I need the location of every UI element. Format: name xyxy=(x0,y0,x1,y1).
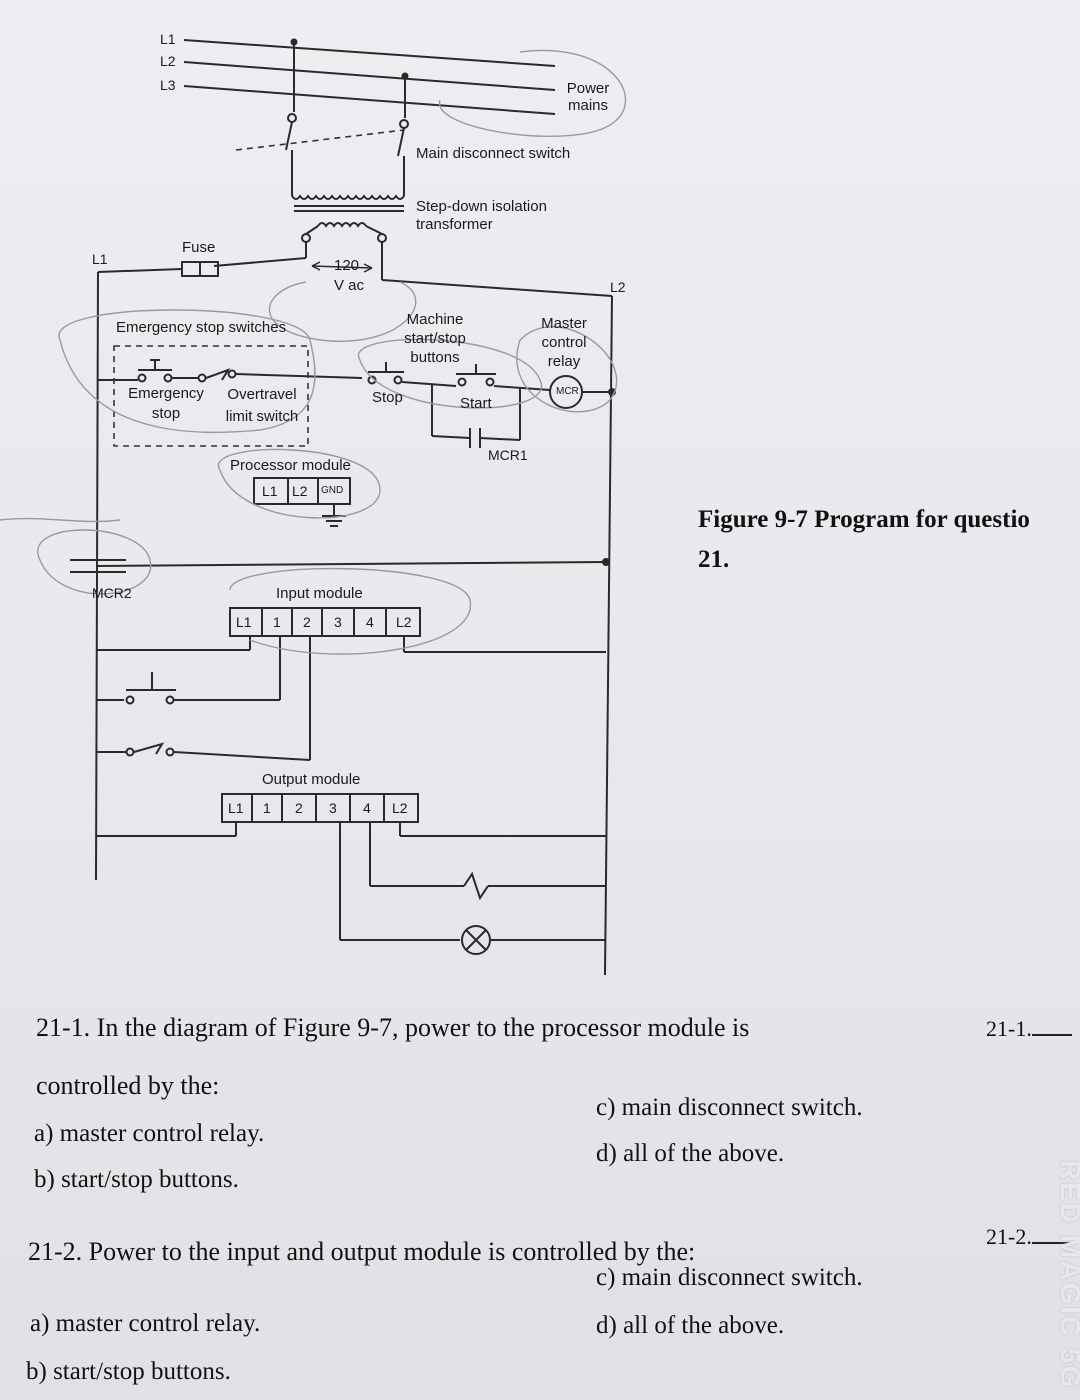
input-terminal-l2: L2 xyxy=(396,614,412,630)
right-rail-label: L2 xyxy=(610,279,626,295)
main-disconnect-label: Main disconnect switch xyxy=(416,145,571,162)
line-label-l2: L2 xyxy=(160,53,176,69)
stop-label: Stop xyxy=(372,389,403,406)
mcr-coil-label: MCR xyxy=(556,386,579,397)
processor-terminal-l2: L2 xyxy=(292,483,308,499)
overtravel-label: Overtravel limit switch xyxy=(225,386,299,425)
transformer-label: Step-down isolation transformer xyxy=(416,198,547,233)
question-21-2-option-b[interactable]: b) start/stop buttons. xyxy=(26,1358,231,1385)
processor-terminal-gnd: GND xyxy=(321,485,344,496)
voltage-unit: V ac xyxy=(334,277,365,294)
camera-watermark: RED MAGIC 5G xyxy=(1055,1160,1080,1390)
answer-label-21-1: 21-1. xyxy=(986,1014,1072,1041)
fuse-label: Fuse xyxy=(182,239,216,256)
input-terminal-l1: L1 xyxy=(236,614,252,630)
mcr-title: Master control relay xyxy=(541,315,587,370)
answer-label-21-2: 21-2. xyxy=(986,1222,1072,1249)
start-label: Start xyxy=(460,395,492,412)
mcr1-label: MCR1 xyxy=(488,447,528,463)
answer-blank-21-1[interactable] xyxy=(1031,1014,1072,1036)
output-terminal-l1: L1 xyxy=(228,800,244,816)
output-terminal-3: 3 xyxy=(329,800,337,816)
processor-terminal-l1: L1 xyxy=(262,483,278,499)
estop-title: Emergency stop switches xyxy=(116,319,287,336)
wiring-diagram xyxy=(0,38,627,976)
power-mains-label: Power mains xyxy=(566,80,610,114)
question-21-1-option-c[interactable]: c) main disconnect switch. xyxy=(596,1094,863,1121)
question-21-2-stem: 21-2. Power to the input and output modu… xyxy=(28,1237,696,1266)
figure-caption-line1: Figure 9-7 Program for questio xyxy=(698,506,1030,533)
question-21-1-option-a[interactable]: a) master control relay. xyxy=(34,1120,265,1147)
voltage-value: 120 xyxy=(334,257,360,274)
line-label-l1: L1 xyxy=(160,31,176,47)
question-21-2-option-a[interactable]: a) master control relay. xyxy=(30,1310,261,1337)
question-21-2-option-c[interactable]: c) main disconnect switch. xyxy=(596,1264,863,1291)
input-terminal-1: 1 xyxy=(273,614,281,630)
processor-module-label: Processor module xyxy=(230,457,351,474)
left-rail-label: L1 xyxy=(92,251,108,267)
figure-caption-line2: 21. xyxy=(698,546,730,573)
answer-blank-21-2[interactable] xyxy=(1031,1222,1072,1244)
question-21-1-stem: 21-1. In the diagram of Figure 9-7, powe… xyxy=(36,1013,750,1042)
line-label-l3: L3 xyxy=(160,77,176,93)
machine-buttons-label: Machine start/stop buttons xyxy=(404,311,466,366)
question-21-1-stem-cont: controlled by the: xyxy=(36,1071,220,1100)
question-21-1-option-d[interactable]: d) all of the above. xyxy=(596,1140,785,1167)
question-21-1-option-b[interactable]: b) start/stop buttons. xyxy=(34,1166,239,1193)
output-terminal-l2: L2 xyxy=(392,800,408,816)
input-module-label: Input module xyxy=(276,585,363,602)
output-terminal-2: 2 xyxy=(295,800,303,816)
input-terminal-4: 4 xyxy=(366,614,374,630)
question-21-2-option-d[interactable]: d) all of the above. xyxy=(596,1312,785,1339)
estop-label: Emergency stop xyxy=(128,385,204,422)
input-terminal-3: 3 xyxy=(334,614,342,630)
input-terminal-2: 2 xyxy=(303,614,311,630)
mcr2-label: MCR2 xyxy=(92,585,132,601)
output-terminal-1: 1 xyxy=(263,800,271,816)
output-terminal-4: 4 xyxy=(363,800,371,816)
output-module-label: Output module xyxy=(262,771,361,788)
